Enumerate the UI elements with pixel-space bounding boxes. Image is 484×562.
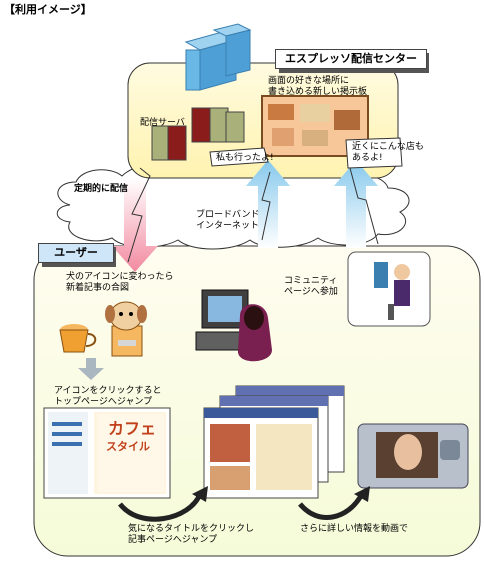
building-icon [184,23,252,91]
video-line: さらに詳しい情報を動画で [300,524,409,534]
delivery-arrow [112,178,158,272]
upload-arrow-right [334,160,378,248]
user-at-pc-icon [195,289,272,362]
community-mobile-icon [347,251,431,327]
center-label: エスプレッソ配信センター [275,49,427,69]
curve-arrow-2-head [354,486,370,502]
server-icon [151,107,245,161]
article-page-screenshots [203,385,345,499]
click-icon-line1: アイコンをクリックすると [54,386,162,396]
video-player-screenshot [357,423,469,489]
community-line2: ページへ参加 [284,287,338,297]
curve-arrow-1 [118,492,203,522]
bubble-left [209,147,269,167]
dog-caption-line2: 新着記事の合図 [66,283,130,293]
magazine-subtitle: スタイル [106,440,150,453]
click-title-line1: 気になるタイトルをクリックし [128,524,255,534]
link-line-2 [261,171,271,241]
click-title-line2: 記事ページへジャンプ [128,535,218,545]
magazine-cover: カフェ スタイル [98,414,164,492]
bubble-right-line1: 近くにこんな店も [352,142,424,152]
link-line-3 [349,167,379,245]
board-title-line1: 画面の好きな場所に [268,76,350,86]
link-line-1 [127,167,151,263]
upload-arrow-left [246,160,290,248]
down-arrow-icon [78,358,104,380]
dog-caption-line1: 犬のアイコンに変わったら [66,272,174,282]
curve-arrow-1-head [192,486,208,502]
periodic-delivery-label: 定期的に配信 [74,184,129,194]
user-label: ユーザー [38,243,114,263]
magazine-title: カフェ [108,419,157,438]
broadband-line2: インターネット [196,221,260,231]
broadband-line1: ブロードバンド [196,210,260,220]
community-line1: コミュニティ [284,276,338,286]
dog-icon [105,301,147,357]
board-title-line2: 書き込める新しい掲示板 [268,87,368,97]
bubble-left-text: 私も行ったよ! [216,153,274,163]
curve-arrow-2 [298,492,365,520]
server-label: 配信サーバ [140,118,185,128]
page-title: 【利用イメージ】 [4,3,92,16]
click-icon-line2: トップページへジャンプ [54,397,153,407]
coffee-cup-icon [59,324,97,353]
bubble-right [345,137,403,169]
bubble-right-line2: あるよ! [352,153,383,163]
